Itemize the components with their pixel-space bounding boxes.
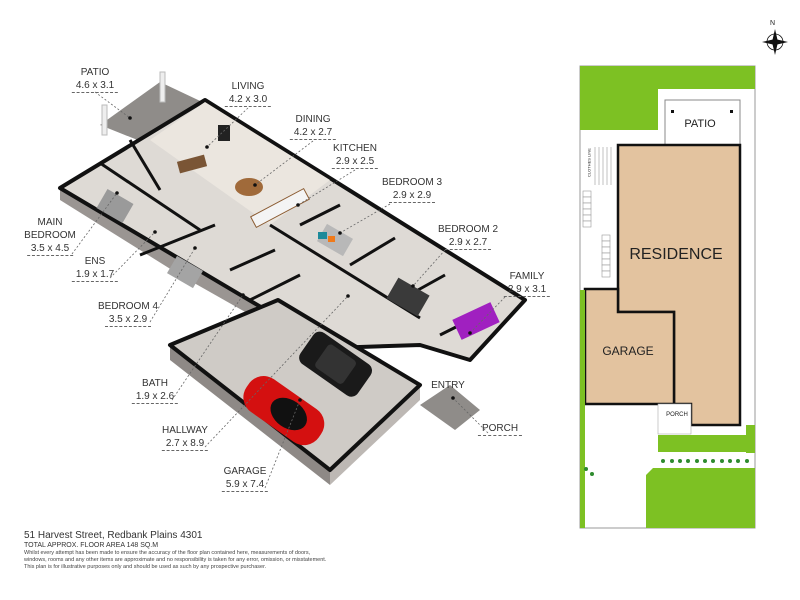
rear-lawn <box>580 66 755 130</box>
site-porch <box>657 403 692 435</box>
site-label-clothes-line: CLOTHES LINE <box>586 148 592 177</box>
room-label-entry: ENTRY <box>431 380 465 391</box>
hedge-dots <box>584 459 749 476</box>
bed-main <box>96 188 134 224</box>
patio-post-mark <box>730 110 733 113</box>
side-lawn <box>580 290 585 528</box>
kitchen-bench <box>250 187 310 229</box>
patio-post-mark <box>671 110 674 113</box>
floor-area: TOTAL APPROX. FLOOR AREA 148 SQ.M <box>24 542 159 549</box>
dining-table <box>235 178 263 196</box>
patio-area <box>100 82 215 145</box>
room-dots <box>115 116 472 402</box>
site-patio <box>664 99 741 146</box>
patio-post <box>159 71 166 103</box>
clothes-line <box>594 147 612 185</box>
front-lawn <box>658 435 750 452</box>
cushion-teal <box>318 232 327 239</box>
disclaimer: Whilst every attempt has been made to en… <box>24 550 326 571</box>
compass-north-label: N <box>770 20 776 27</box>
sofa <box>452 302 500 340</box>
site-label-patio: PATIO <box>684 118 716 130</box>
room-label-porch: PORCH <box>477 422 523 436</box>
site-label-garage: GARAGE <box>602 344 654 358</box>
living-floor <box>150 102 330 225</box>
porch-area <box>420 385 480 430</box>
tv <box>218 125 230 141</box>
black-car <box>299 331 373 397</box>
leader-lines <box>71 91 506 489</box>
front-lawn <box>646 468 755 528</box>
site-label-porch: PORCH <box>666 412 688 418</box>
coffee-table <box>176 154 208 174</box>
footer: 51 Harvest Street, Redbank Plains 4301 T… <box>24 530 326 571</box>
bed-2 <box>386 277 430 317</box>
side-lawn-right <box>746 425 755 453</box>
cushion-orange <box>328 236 335 242</box>
north-compass-icon <box>762 29 788 55</box>
disclaimer-line: This plan is for illustrative purposes o… <box>24 564 267 570</box>
pavers <box>582 190 611 278</box>
garage-exterior-wall <box>170 345 330 485</box>
bed-4 <box>167 255 203 289</box>
garage-side-wall <box>330 385 420 485</box>
property-address: 51 Harvest Street, Redbank Plains 4301 <box>24 530 203 541</box>
patio-post <box>101 104 108 136</box>
disclaimer-line: Whilst every attempt has been made to en… <box>24 550 311 556</box>
disclaimer-line: windows, rooms and any other items are a… <box>24 557 327 563</box>
site-label-residence: RESIDENCE <box>629 246 723 263</box>
